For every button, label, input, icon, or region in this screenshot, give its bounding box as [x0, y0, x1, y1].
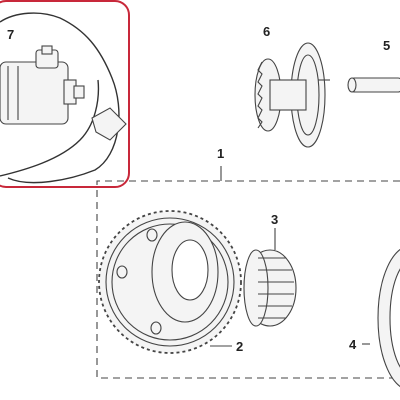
highlight-box[interactable] [0, 0, 130, 188]
callout-4: 4 [349, 337, 357, 352]
double-gear-part [254, 42, 330, 148]
needle-bearing-part [243, 228, 297, 327]
callout-3: 3 [271, 212, 278, 227]
large-gear-part [98, 210, 242, 354]
assembly-boundary [96, 180, 400, 379]
clutch-ring-part [377, 248, 400, 388]
callout-6: 6 [263, 24, 270, 39]
callout-5: 5 [383, 38, 390, 53]
callout-2: 2 [236, 339, 243, 354]
shaft-part [347, 77, 400, 93]
callout-7: 7 [7, 27, 14, 42]
starter-motor [0, 12, 127, 184]
callout-1: 1 [217, 146, 224, 161]
